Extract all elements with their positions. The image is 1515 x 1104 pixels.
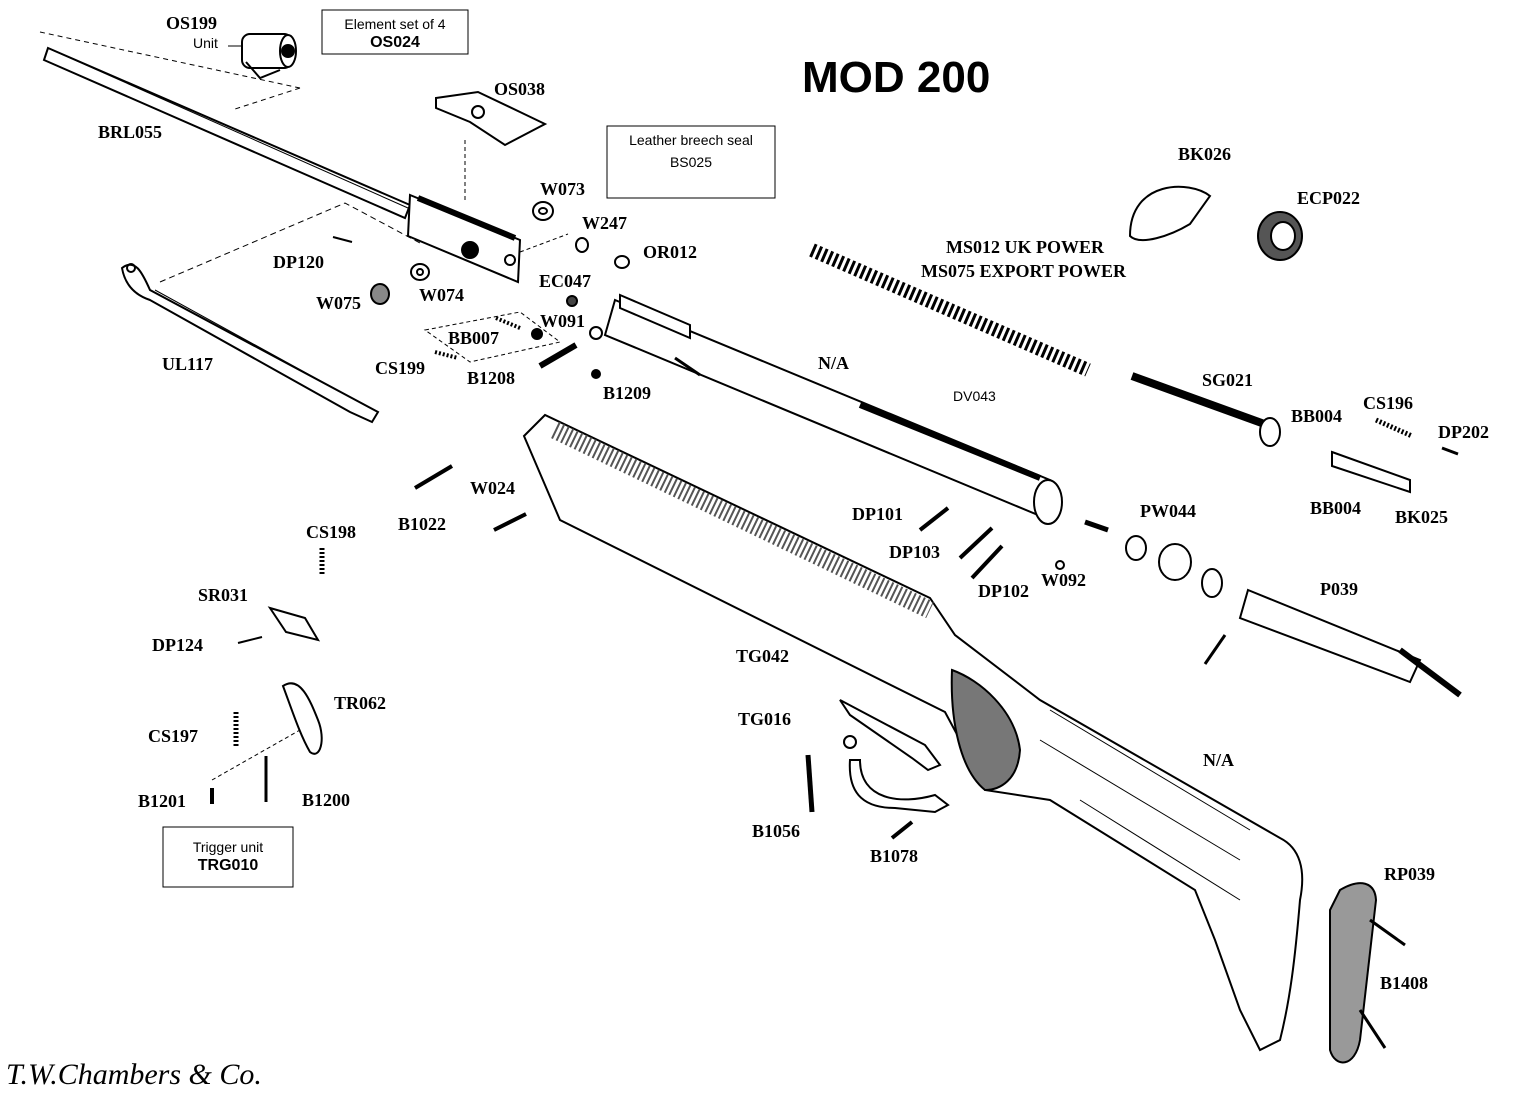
part-label: B1078 bbox=[870, 846, 919, 866]
part-label: DP103 bbox=[889, 542, 940, 562]
part-label: DP101 bbox=[852, 504, 903, 524]
part-label: CS197 bbox=[148, 726, 199, 746]
barrel-part bbox=[39, 31, 522, 284]
part-label: W091 bbox=[540, 311, 585, 331]
breech-small-parts bbox=[332, 201, 630, 379]
part-label: B1056 bbox=[752, 821, 801, 841]
trigger-unit-text: Trigger unit bbox=[192, 839, 264, 855]
breech-seal-code: BS025 bbox=[669, 154, 713, 170]
part-label: CS198 bbox=[306, 522, 357, 542]
part-label: W247 bbox=[582, 213, 627, 233]
part-label: DP202 bbox=[1438, 422, 1489, 442]
part-label: B1209 bbox=[603, 383, 652, 403]
part-label: CS199 bbox=[375, 358, 426, 378]
part-label: TG016 bbox=[738, 709, 792, 729]
piston-parts bbox=[1084, 185, 1462, 698]
part-label: W092 bbox=[1041, 570, 1086, 590]
part-label: W024 bbox=[470, 478, 515, 498]
element-set-box: Element set of 4 OS024 bbox=[322, 10, 468, 54]
part-label: N/A bbox=[1203, 750, 1234, 770]
part-label: DP102 bbox=[978, 581, 1029, 601]
part-label: RP039 bbox=[1384, 864, 1435, 884]
part-label: BRL055 bbox=[98, 122, 163, 142]
compression-tube-part bbox=[603, 293, 1063, 525]
element-set-code: OS024 bbox=[370, 34, 420, 51]
part-label: B1408 bbox=[1380, 973, 1429, 993]
part-label: W075 bbox=[316, 293, 361, 313]
part-label: Unit bbox=[193, 35, 218, 51]
part-label: EC047 bbox=[539, 271, 592, 291]
mainspring-part bbox=[809, 243, 1091, 377]
part-label: B1022 bbox=[398, 514, 447, 534]
part-label: P039 bbox=[1320, 579, 1358, 599]
part-label: TR062 bbox=[334, 693, 387, 713]
part-label: SG021 bbox=[1202, 370, 1254, 390]
part-label: ECP022 bbox=[1297, 188, 1360, 208]
recoil-pad-part bbox=[1329, 882, 1406, 1064]
trigger-unit-box: Trigger unit TRG010 bbox=[163, 827, 293, 887]
trigger-unit-code: TRG010 bbox=[197, 857, 259, 874]
part-label: PW044 bbox=[1140, 501, 1196, 521]
under-lever-part bbox=[120, 202, 421, 424]
part-label: B1200 bbox=[302, 790, 351, 810]
part-label: W073 bbox=[540, 179, 585, 199]
part-label: SR031 bbox=[198, 585, 249, 605]
stock-part bbox=[522, 413, 1304, 1052]
part-label: BK025 bbox=[1395, 507, 1449, 527]
part-label: B1201 bbox=[138, 791, 187, 811]
part-label: DP120 bbox=[273, 252, 324, 272]
part-label: B1208 bbox=[467, 368, 516, 388]
part-label: BB004 bbox=[1310, 498, 1362, 518]
part-label: DP124 bbox=[152, 635, 203, 655]
breech-seal-text: Leather breech seal bbox=[629, 132, 753, 148]
part-label: MS012 UK POWER bbox=[946, 237, 1105, 257]
part-label: BB004 bbox=[1291, 406, 1343, 426]
part-label: OS038 bbox=[494, 79, 546, 99]
part-label: MS075 EXPORT POWER bbox=[921, 261, 1127, 281]
part-label: W074 bbox=[419, 285, 464, 305]
part-label: BK026 bbox=[1178, 144, 1232, 164]
part-label: OR012 bbox=[643, 242, 697, 262]
trigger-unit-parts bbox=[210, 548, 325, 804]
part-label: CS196 bbox=[1363, 393, 1414, 413]
part-label: OS199 bbox=[166, 13, 218, 33]
part-label: DV043 bbox=[953, 388, 996, 404]
brand-name: T.W.Chambers & Co. bbox=[6, 1058, 262, 1091]
part-label: BB007 bbox=[448, 328, 500, 348]
part-label: UL117 bbox=[162, 354, 214, 374]
diagram-title: MOD 200 bbox=[802, 53, 991, 102]
part-label: N/A bbox=[818, 353, 849, 373]
pins-parts bbox=[413, 464, 1065, 580]
rear-sight-part bbox=[435, 90, 548, 200]
trigger-guard-part bbox=[805, 699, 950, 840]
part-label: TG042 bbox=[736, 646, 790, 666]
foresight-part bbox=[228, 33, 301, 111]
element-set-text: Element set of 4 bbox=[344, 16, 446, 32]
breech-seal-box: Leather breech seal BS025 bbox=[607, 126, 775, 198]
